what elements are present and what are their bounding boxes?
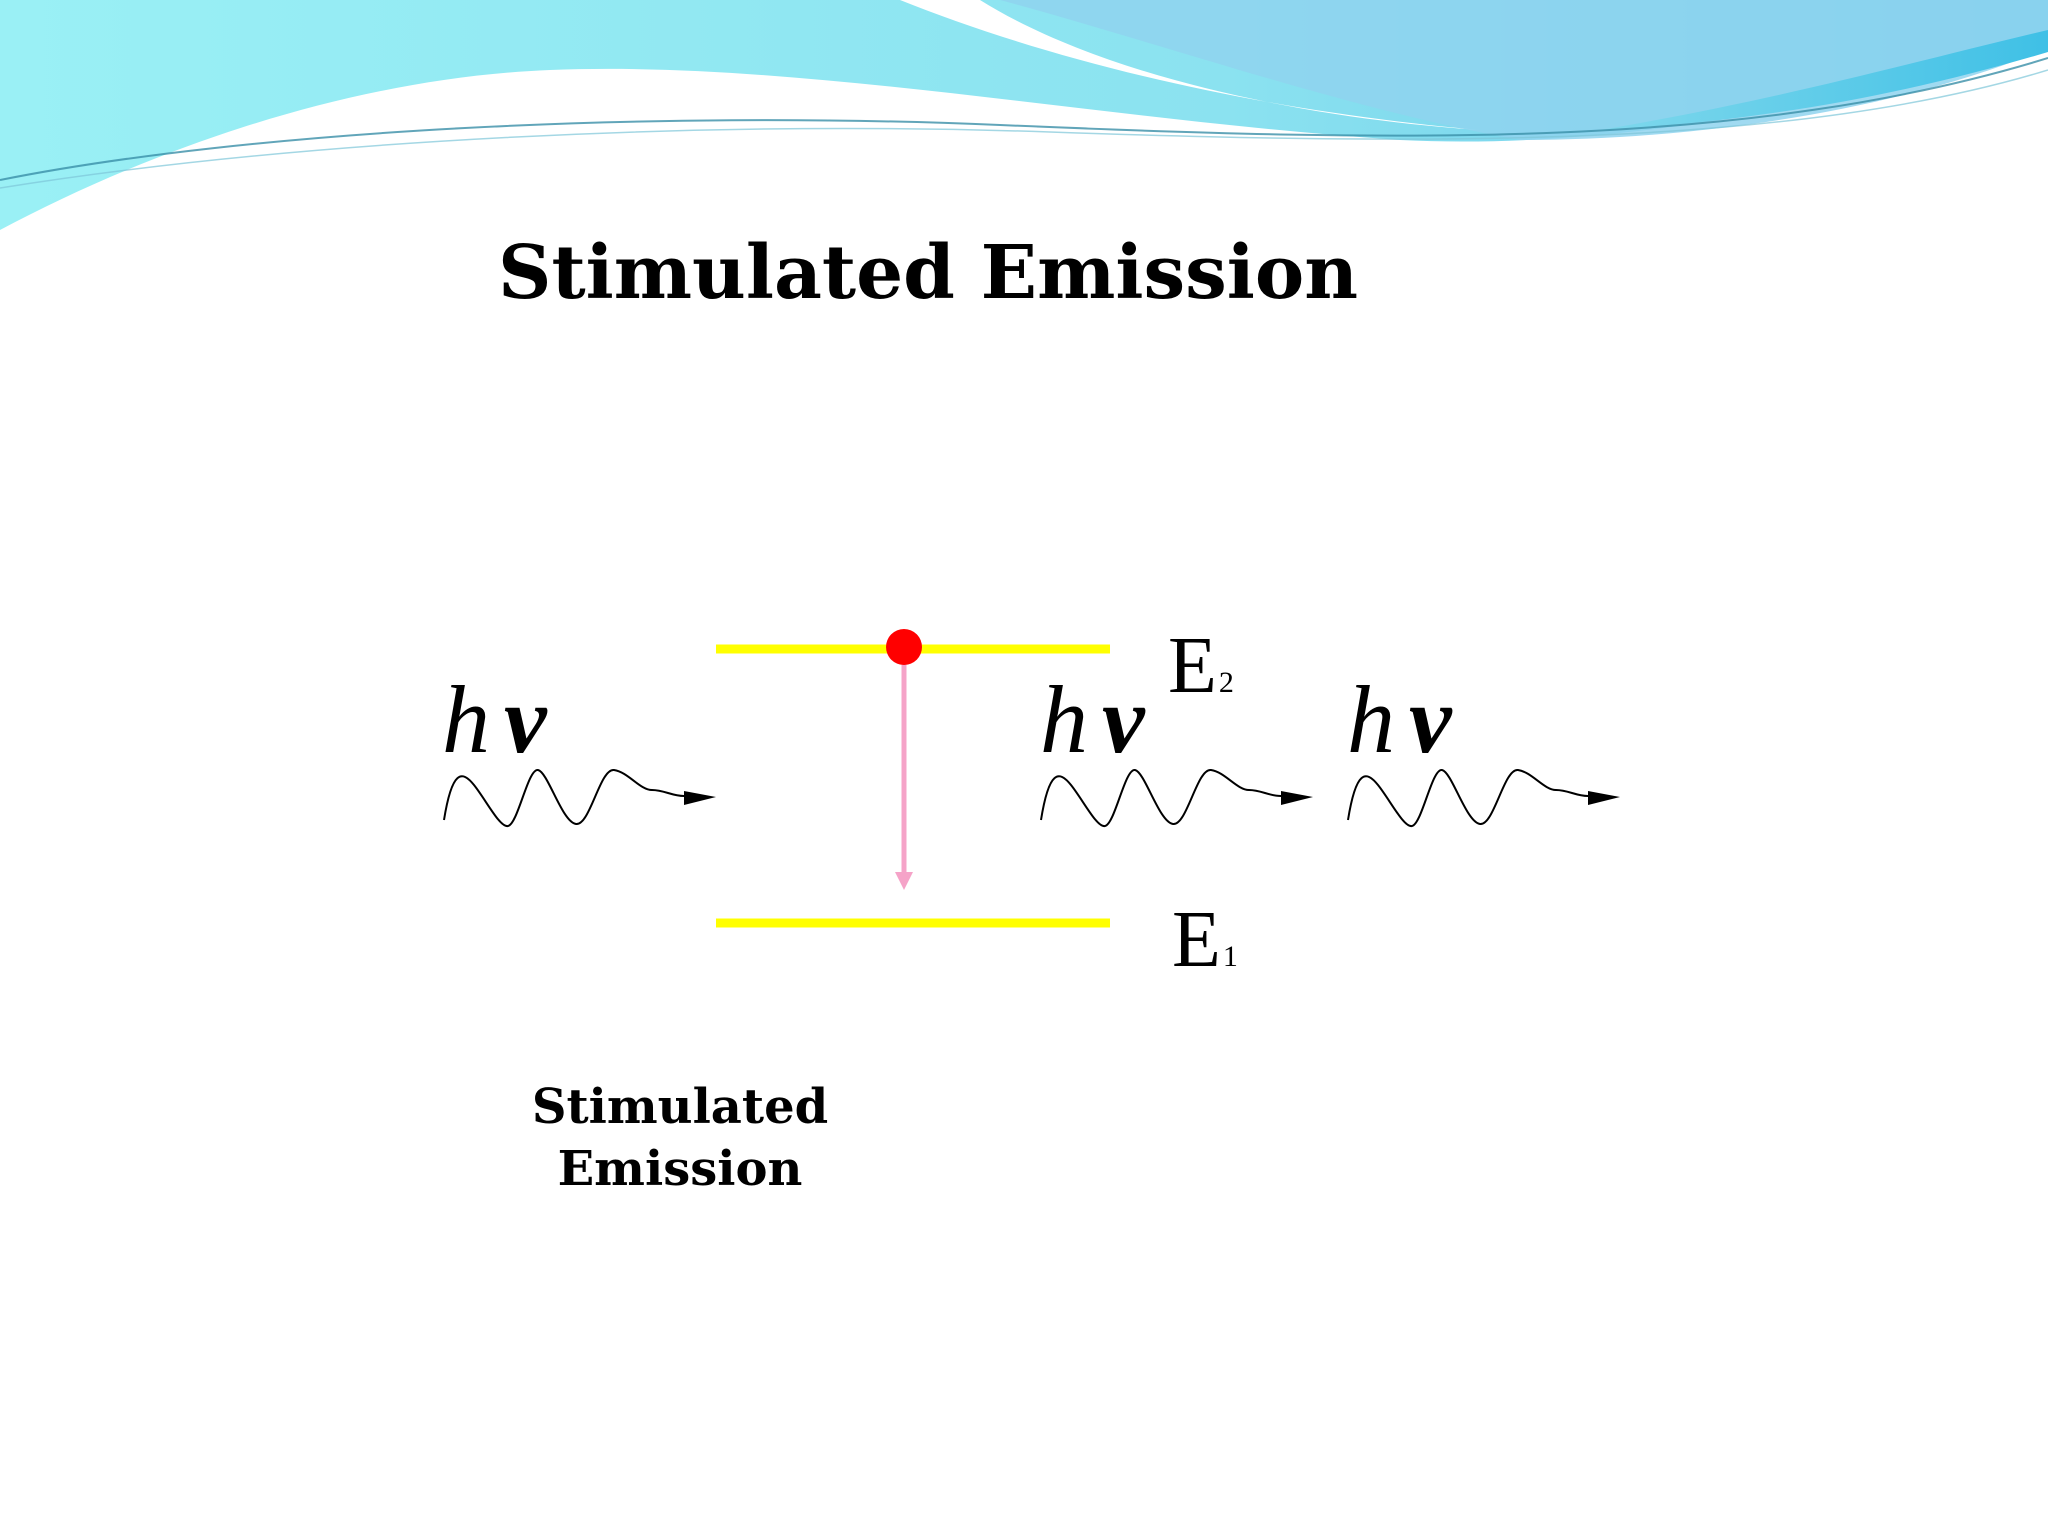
- caption-line-2: Emission: [557, 1141, 803, 1197]
- planck-h: h: [1040, 666, 1088, 773]
- level-subscript: 2: [1218, 666, 1234, 699]
- level-subscript: 1: [1222, 940, 1238, 973]
- frequency-nu: ν: [504, 666, 547, 773]
- frequency-nu: ν: [1102, 666, 1145, 773]
- electron-icon: [886, 629, 922, 665]
- planck-h: h: [442, 666, 490, 773]
- level-letter: E: [1172, 896, 1221, 984]
- banner-white-streak: [900, 0, 1480, 130]
- transition-arrow-icon: [895, 662, 913, 890]
- emitted-photon-wave-icon: [1347, 769, 1620, 827]
- banner-thin-line: [0, 57, 2048, 181]
- caption-line-1: Stimulated: [531, 1079, 829, 1135]
- incident-photon-wave-icon: [443, 769, 716, 827]
- frequency-nu: ν: [1409, 666, 1452, 773]
- level-letter: E: [1168, 622, 1217, 710]
- upper-level-label: E2: [1168, 626, 1234, 706]
- banner-thin-line-2: [0, 69, 2048, 189]
- planck-h: h: [1347, 666, 1395, 773]
- lower-level-label: E1: [1172, 900, 1238, 980]
- diagram-caption: Stimulated Emission: [500, 1076, 860, 1200]
- stimulating-photon-wave-icon: [1040, 769, 1313, 827]
- top-wave-banner: [0, 0, 2048, 230]
- slide-title: Stimulated Emission: [498, 230, 1359, 316]
